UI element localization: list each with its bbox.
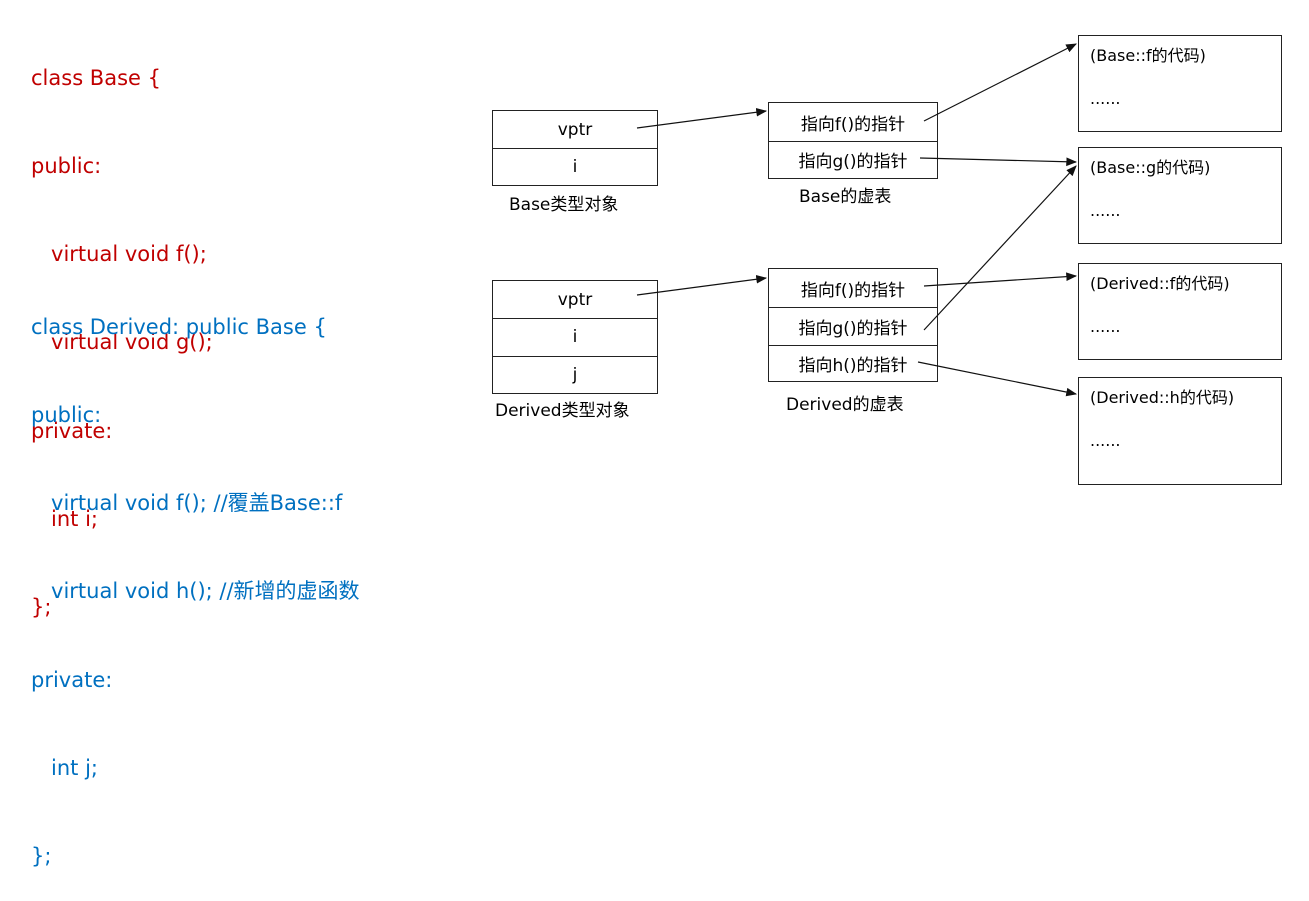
derived-object-field-i: i (493, 318, 657, 357)
arrow-base-g (919, 157, 1078, 167)
derived-vtable-entry-g: 指向g()的指针 (769, 307, 937, 346)
code-line: class Derived: public Base { (31, 314, 327, 339)
code-box-base-f: (Base::f的代码) ...... (1078, 35, 1282, 132)
code-line: virtual void h(); //新增的虚函数 (31, 579, 360, 604)
base-object-field-vptr: vptr (493, 111, 657, 149)
derived-object-box: vptr i j (492, 280, 658, 394)
code-line: public: (31, 154, 102, 179)
base-object-caption: Base类型对象 (509, 195, 619, 215)
arrow-derived-h (917, 361, 1078, 397)
code-line: public: (31, 403, 102, 428)
code-line: private: (31, 667, 113, 692)
code-box-ellipsis: ...... (1090, 89, 1121, 108)
base-vtable-entry-g: 指向g()的指针 (798, 152, 908, 172)
code-box-title: (Base::g的代码) (1090, 158, 1211, 177)
arrow-base-vptr (636, 107, 768, 129)
arrow-derived-g (923, 165, 1077, 331)
base-vtable-caption: Base的虚表 (799, 187, 892, 207)
code-box-derived-f: (Derived::f的代码) ...... (1078, 263, 1282, 360)
code-line: int j; (31, 755, 98, 780)
code-box-derived-h: (Derived::h的代码) ...... (1078, 377, 1282, 485)
code-line: }; (31, 844, 52, 869)
arrow-derived-vptr (636, 274, 768, 296)
arrow-derived-f (923, 272, 1078, 287)
code-line: virtual void g(); (31, 330, 213, 355)
code-box-base-g: (Base::g的代码) ...... (1078, 147, 1282, 244)
code-line: class Base { (31, 65, 161, 90)
code-box-ellipsis: ...... (1090, 201, 1121, 220)
base-vtable-entry-f: 指向f()的指针 (769, 103, 937, 142)
derived-vtable-box: 指向f()的指针 指向g()的指针 指向h()的指针 (768, 268, 938, 382)
base-object-box: vptr i (492, 110, 658, 186)
derived-vtable-entry-f: 指向f()的指针 (769, 269, 937, 308)
code-line: virtual void f(); (31, 242, 207, 267)
code-box-title: (Derived::f的代码) (1090, 274, 1230, 293)
derived-vtable-entry-h: 指向h()的指针 (798, 355, 908, 376)
derived-object-field-j: j (572, 364, 578, 385)
base-object-field-i: i (572, 156, 578, 177)
code-box-ellipsis: ...... (1090, 317, 1121, 336)
code-line: private: (31, 418, 113, 443)
derived-vtable-caption: Derived的虚表 (786, 395, 904, 415)
derived-object-caption: Derived类型对象 (495, 401, 630, 421)
code-box-ellipsis: ...... (1090, 431, 1121, 450)
arrow-base-f (923, 43, 1077, 122)
base-vtable-box: 指向f()的指针 指向g()的指针 (768, 102, 938, 179)
derived-object-field-vptr: vptr (493, 281, 657, 319)
pointer-arrows (636, 43, 1078, 397)
code-box-title: (Derived::h的代码) (1090, 388, 1235, 407)
code-box-title: (Base::f的代码) (1090, 46, 1206, 65)
